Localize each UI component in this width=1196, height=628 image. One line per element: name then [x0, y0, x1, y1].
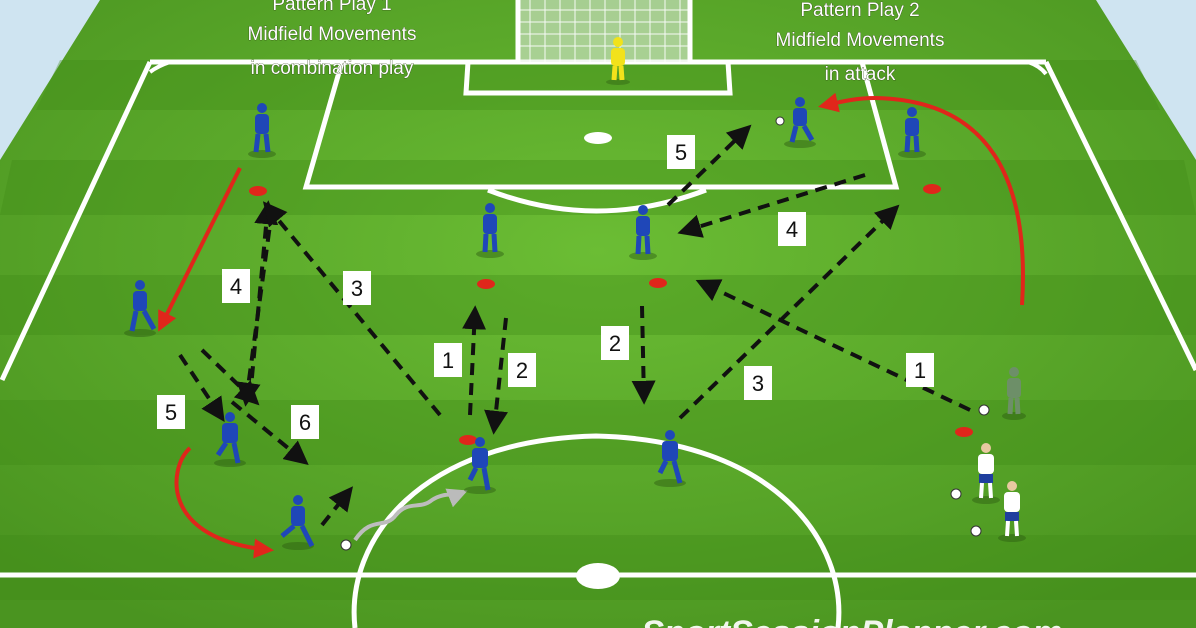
player — [464, 437, 496, 494]
caption-left: Pattern Play 1 Midfield Movements in com… — [247, 0, 417, 79]
label-box: 2 — [508, 353, 536, 387]
cone — [923, 184, 941, 194]
svg-text:2: 2 — [609, 331, 621, 356]
balls — [340, 116, 990, 551]
cone — [477, 279, 495, 289]
label-box: 1 — [906, 353, 934, 387]
player — [124, 280, 157, 337]
centre-circle — [351, 433, 842, 628]
player — [629, 205, 657, 260]
label-box: 1 — [434, 343, 462, 377]
label-box: 3 — [744, 366, 772, 400]
centre-spot — [576, 563, 620, 589]
label-box: 5 — [157, 395, 185, 429]
penalty-spot — [584, 132, 612, 144]
svg-text:3: 3 — [351, 276, 363, 301]
label-box: 2 — [601, 326, 629, 360]
svg-text:5: 5 — [675, 140, 687, 165]
svg-text:in attack: in attack — [825, 64, 896, 85]
opponent — [998, 481, 1026, 542]
label-box: 3 — [343, 271, 371, 305]
player — [280, 495, 315, 550]
svg-text:4: 4 — [230, 274, 242, 299]
pass-arrow — [200, 348, 260, 406]
pass-arrow — [248, 200, 279, 399]
ball — [950, 488, 962, 500]
svg-text:6: 6 — [299, 410, 311, 435]
svg-text:2: 2 — [516, 358, 528, 383]
svg-text:4: 4 — [786, 217, 798, 242]
svg-text:5: 5 — [165, 400, 177, 425]
right-touchline — [1043, 60, 1196, 372]
player — [784, 97, 816, 148]
opponent — [972, 443, 1000, 504]
run-arrow — [818, 92, 1025, 306]
six-yard-box — [463, 61, 733, 96]
svg-text:in combination play: in combination play — [251, 58, 414, 79]
run-arrow — [158, 167, 242, 332]
pass-arrow — [262, 201, 442, 417]
cone — [955, 427, 973, 437]
svg-text:1: 1 — [914, 358, 926, 383]
svg-text:Pattern Play 1: Pattern Play 1 — [272, 0, 391, 15]
ball — [970, 525, 982, 537]
svg-text:Midfield Movements: Midfield Movements — [248, 24, 417, 45]
svg-text:3: 3 — [752, 371, 764, 396]
svg-text:Pattern Play 2: Pattern Play 2 — [800, 0, 919, 21]
caption-right: Pattern Play 2 Midfield Movements in att… — [775, 0, 945, 85]
corner-arc-left — [148, 60, 171, 74]
run-arrows — [158, 92, 1025, 559]
pass-arrow — [236, 209, 274, 407]
label-box: 6 — [291, 405, 319, 439]
svg-text:1: 1 — [442, 348, 454, 373]
player — [248, 103, 276, 158]
coach — [1002, 367, 1026, 420]
pass-arrows — [178, 124, 971, 527]
pass-arrow — [230, 400, 309, 466]
svg-text:Midfield Movements: Midfield Movements — [776, 30, 945, 51]
dribble-arrow — [353, 488, 468, 542]
label-box: 4 — [222, 269, 250, 303]
penalty-box — [302, 61, 900, 190]
number-labels: 4 3 1 2 5 6 2 3 5 4 1 — [157, 135, 934, 439]
cone — [649, 278, 667, 288]
pass-arrow — [462, 305, 487, 416]
pass-arrow — [678, 204, 900, 420]
ball — [775, 116, 785, 126]
player — [898, 107, 926, 158]
cones — [249, 184, 973, 445]
player — [654, 430, 686, 487]
label-box: 4 — [778, 212, 806, 246]
player — [476, 203, 504, 258]
player — [214, 412, 246, 467]
ball — [978, 404, 990, 416]
pass-arrow — [178, 353, 225, 422]
players — [124, 97, 926, 550]
penalty-arc — [487, 187, 707, 214]
pass-arrow — [631, 305, 656, 405]
corner-arc-right — [1027, 60, 1048, 76]
cone — [459, 435, 477, 445]
label-box: 5 — [667, 135, 695, 169]
pass-arrow — [695, 279, 971, 412]
ball — [340, 539, 352, 551]
goalkeeper — [606, 37, 630, 85]
goal — [515, 0, 693, 62]
opponents — [606, 37, 1026, 542]
cone — [249, 186, 267, 196]
pass-arrow — [320, 486, 353, 527]
run-arrow — [174, 446, 274, 559]
watermark: SportSessionPlanner.com — [641, 614, 1062, 628]
pass-arrow — [677, 173, 866, 238]
left-touchline — [0, 60, 153, 382]
